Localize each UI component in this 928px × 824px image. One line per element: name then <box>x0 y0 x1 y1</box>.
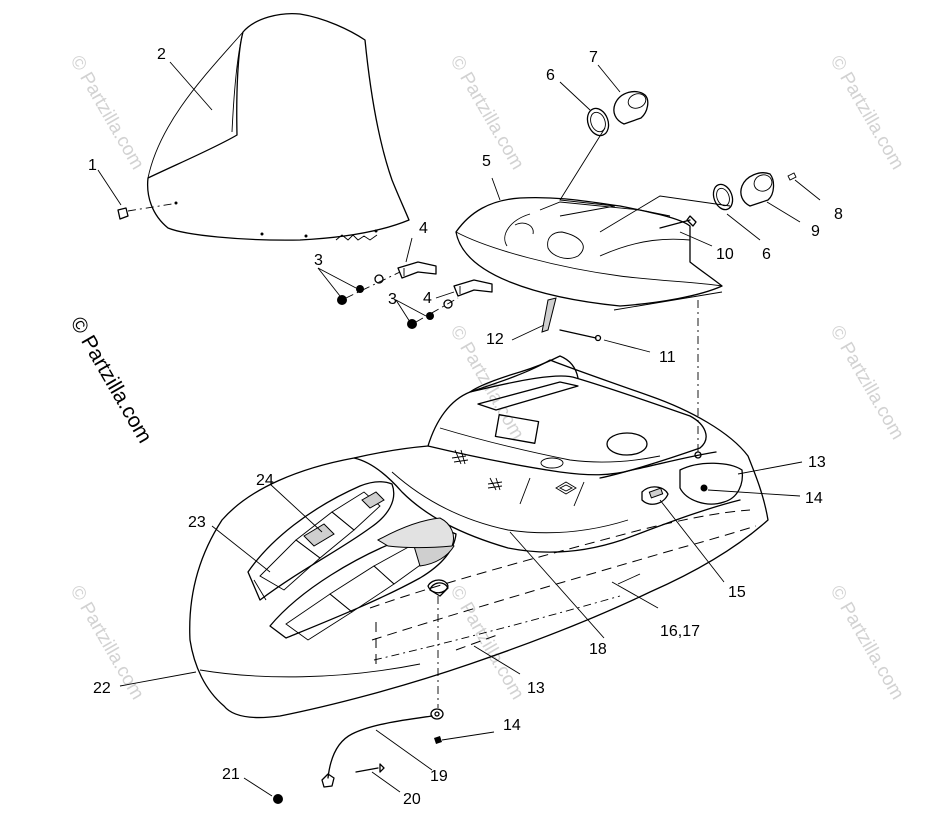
callout-6-lower: 6 <box>762 246 771 263</box>
callout-13-lower: 13 <box>527 680 545 697</box>
callout-19: 19 <box>430 768 448 785</box>
callout-16-17: 16,17 <box>660 623 700 640</box>
bolt-part-10 <box>659 215 713 247</box>
callout-4-upper: 4 <box>419 220 428 237</box>
strap-and-pin-parts <box>511 297 651 353</box>
callout-1: 1 <box>88 157 97 174</box>
watermark-group: © Partzilla.com © Partzilla.com © Partzi… <box>66 52 908 703</box>
screw-part-1 <box>97 169 173 220</box>
callout-13-upper: 13 <box>808 454 826 471</box>
bracket-parts-lower <box>395 279 493 329</box>
gauge-upper-parts <box>559 64 649 217</box>
hood-body <box>119 300 803 719</box>
callout-15: 15 <box>728 584 746 601</box>
callout-14-lower: 14 <box>503 717 521 734</box>
callout-4-lower: 4 <box>423 290 432 307</box>
windshield-part <box>146 12 410 241</box>
instrument-panel-part <box>455 177 723 311</box>
callout-14-upper: 14 <box>805 490 823 507</box>
callout-24: 24 <box>256 472 274 489</box>
gauge-right-parts <box>599 172 821 241</box>
watermark-mid-right: © Partzilla.com <box>826 322 908 443</box>
callout-3-upper: 3 <box>314 252 323 269</box>
tether-parts <box>243 596 495 804</box>
callout-6-upper: 6 <box>546 67 555 84</box>
watermark-bottom-center: © Partzilla.com <box>446 582 528 703</box>
upper-leaders <box>169 61 213 111</box>
callout-3-lower: 3 <box>388 291 397 308</box>
callout-labels: 1 2 3 3 4 4 5 6 6 7 8 9 10 11 12 13 13 1… <box>88 46 843 808</box>
callout-5: 5 <box>482 153 491 170</box>
callout-21: 21 <box>222 766 240 783</box>
callout-22: 22 <box>93 680 111 697</box>
callout-10: 10 <box>716 246 734 263</box>
callout-20: 20 <box>403 791 421 808</box>
callout-23: 23 <box>188 514 206 531</box>
watermark-main: © Partzilla.com <box>66 313 157 447</box>
callout-18: 18 <box>589 641 607 658</box>
callout-12: 12 <box>486 331 504 348</box>
callout-9: 9 <box>811 223 820 240</box>
callout-7: 7 <box>589 49 598 66</box>
watermark-top-right: © Partzilla.com <box>826 52 908 173</box>
callout-11: 11 <box>659 349 676 366</box>
callout-2: 2 <box>157 46 166 63</box>
watermark-top-left: © Partzilla.com <box>66 52 148 173</box>
bracket-parts-upper <box>317 237 437 305</box>
callout-8: 8 <box>834 206 843 223</box>
watermark-bottom-right: © Partzilla.com <box>826 582 908 703</box>
